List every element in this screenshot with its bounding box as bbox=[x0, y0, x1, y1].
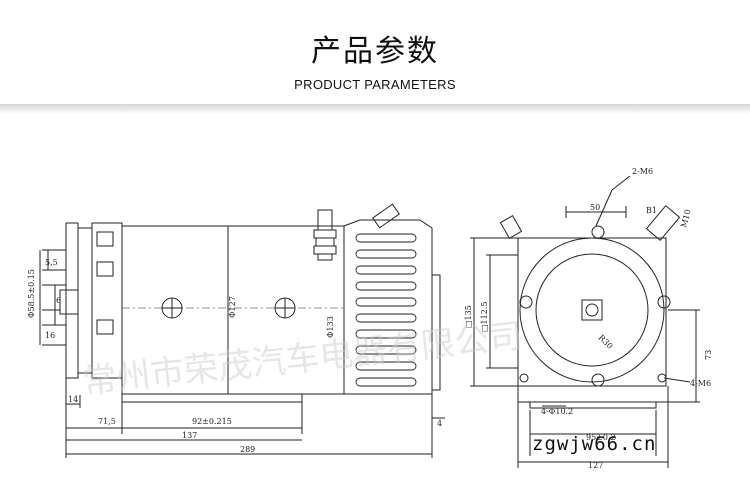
rear-lifting-tab bbox=[372, 203, 400, 229]
dim-112-5: □112.5 bbox=[480, 302, 489, 332]
front-inner-circle bbox=[535, 253, 649, 367]
rear-end-plate bbox=[431, 274, 441, 391]
dim-14: 14 bbox=[68, 395, 78, 404]
front-bell-window-1 bbox=[96, 231, 114, 247]
dim-133: Φ133 bbox=[326, 316, 335, 338]
terminal-post bbox=[317, 209, 333, 231]
dim-135: □135 bbox=[464, 305, 473, 328]
dim-58: Φ58.5±0.15 bbox=[27, 269, 36, 318]
front-shaft-square bbox=[581, 299, 603, 321]
front-bell-window-2 bbox=[96, 261, 114, 277]
front-terminal-right bbox=[645, 205, 681, 241]
dim-127: 127 bbox=[588, 461, 603, 470]
front-hole-left bbox=[519, 295, 533, 309]
side-flange bbox=[65, 222, 79, 379]
dim-4: 4 bbox=[437, 419, 442, 428]
side-flange-ring bbox=[77, 227, 93, 374]
front-outer-circle bbox=[519, 237, 665, 383]
site-watermark: zgwjw66.cn bbox=[532, 433, 656, 455]
rear-cover bbox=[343, 219, 433, 395]
page-subtitle: PRODUCT PARAMETERS bbox=[294, 77, 456, 92]
dim-289: 289 bbox=[240, 445, 255, 454]
dim-6: 6 bbox=[56, 296, 61, 305]
dim-92: 92±0.215 bbox=[192, 417, 232, 426]
base-foot bbox=[121, 393, 303, 403]
dim-71-5: 71,5 bbox=[98, 417, 116, 426]
dim-r: R30 bbox=[597, 333, 615, 351]
front-bell-window-3 bbox=[96, 319, 114, 335]
front-hole-right bbox=[657, 295, 671, 309]
dim-b1: B1 bbox=[646, 206, 657, 215]
page-title: 产品参数 bbox=[311, 34, 439, 69]
company-watermark: 常州市荣茂汽车电器有限公司 bbox=[81, 316, 525, 402]
front-hole-top bbox=[591, 225, 605, 239]
cooling-slots bbox=[355, 233, 417, 387]
header-divider bbox=[0, 104, 750, 114]
dim-4phi: 4-Φ10.2 bbox=[541, 407, 573, 416]
dim-127phi: Φ127 bbox=[228, 296, 237, 318]
front-base-foot bbox=[517, 386, 669, 403]
shaft-stub bbox=[59, 289, 79, 315]
dim-137: 137 bbox=[182, 431, 197, 440]
motor-technical-drawing: 5,5 6 16 14 Φ58.5±0.15 71,5 92±0.215 137… bbox=[27, 167, 713, 470]
front-hole-bottom bbox=[591, 373, 605, 387]
dim-m10: M10 bbox=[679, 208, 692, 228]
dim-2m6: 2-M6 bbox=[632, 167, 653, 176]
header: 产品参数 PRODUCT PARAMETERS bbox=[0, 0, 750, 114]
dim-16: 16 bbox=[45, 331, 55, 340]
dim-95: 95±0.2 bbox=[586, 433, 616, 442]
dim-4m6: 4-M6 bbox=[690, 379, 711, 388]
dim-73: 73 bbox=[704, 350, 713, 360]
dim-50: 50 bbox=[590, 203, 600, 212]
front-terminal-left bbox=[499, 215, 523, 239]
dim-5-5: 5,5 bbox=[45, 258, 58, 267]
